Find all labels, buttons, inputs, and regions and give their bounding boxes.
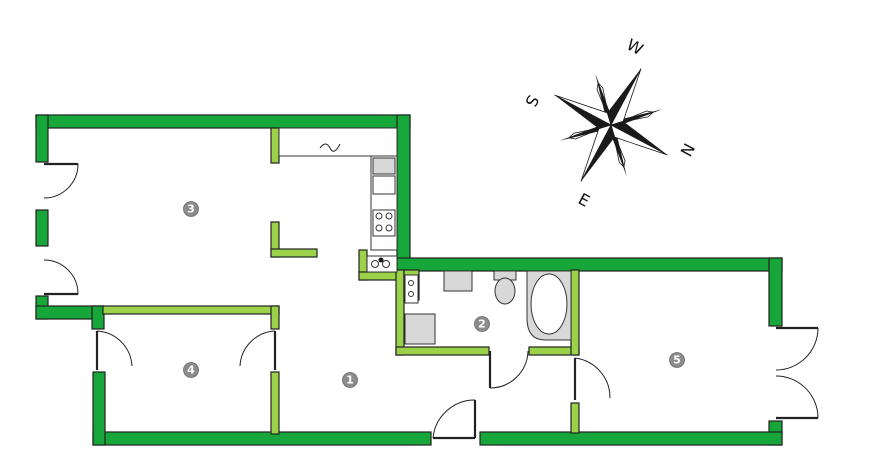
wall-far-right-upper (768, 257, 783, 327)
washbasin (443, 270, 473, 292)
wall-left-step-down (91, 305, 105, 330)
wall-bath-bottom-left (395, 346, 490, 356)
kitchen-drainer (372, 175, 396, 195)
svg-text:4: 4 (187, 364, 195, 377)
compass-east-label: E (575, 189, 593, 211)
svg-text:3: 3 (187, 203, 195, 216)
wall-left-top (35, 114, 49, 163)
compass-cardinal-points (554, 68, 668, 182)
room-badge-1: 1 (342, 372, 358, 388)
wall-left-middle (35, 209, 49, 247)
wall-kitchen-stub (270, 127, 280, 164)
compass-west-label: W (624, 35, 647, 59)
door-left-top (43, 162, 79, 199)
wall-top-right (396, 257, 783, 272)
door-left-bottom (43, 259, 79, 296)
wall-room4-right (270, 371, 280, 435)
svg-text:1: 1 (346, 374, 354, 387)
wall-room4-top (102, 305, 280, 315)
compass-south-label: S (521, 92, 543, 110)
svg-text:2: 2 (478, 318, 486, 331)
toilet-icon (493, 270, 517, 305)
bathroom-cabinet (404, 274, 419, 304)
door-front (432, 399, 477, 440)
kitchen-sink (372, 157, 396, 175)
wall-l-horizontal (270, 248, 318, 258)
compass-rose (554, 68, 668, 182)
compass-diagonal-points (559, 73, 663, 177)
washer-icon (366, 255, 398, 273)
wall-bottom-left (92, 431, 432, 446)
room-badge-2: 2 (474, 316, 490, 332)
bathroom-fixtures (404, 270, 572, 345)
wall-left-block-right (396, 114, 411, 266)
wall-room5-left-lower (570, 402, 580, 434)
door-room5-exterior (775, 326, 819, 420)
doors (43, 162, 819, 440)
door-room4-right (239, 330, 277, 370)
svg-text:5: 5 (673, 354, 681, 367)
hob-icon (372, 209, 396, 237)
wall-bottom-right (479, 431, 783, 446)
shower-tray (404, 313, 436, 345)
kitchen-tap-icon (319, 143, 341, 152)
exterior-walls (35, 114, 783, 446)
wall-room4-left (92, 371, 106, 446)
kitchen-counter-top (278, 127, 398, 157)
kitchen-fixtures (278, 127, 398, 273)
wall-top-left (35, 114, 411, 129)
door-room5 (573, 357, 611, 400)
room-badge-5: 5 (669, 352, 685, 368)
bathtub-icon (526, 270, 572, 341)
wall-room4-top-right (270, 305, 280, 330)
compass-north-label: N (677, 140, 699, 159)
door-bathroom (488, 350, 529, 389)
room-badges: 3 2 4 1 5 (183, 201, 685, 388)
door-room4-left (95, 330, 133, 370)
room-badge-4: 4 (183, 362, 199, 378)
wall-bath-left (395, 269, 405, 356)
room-badge-3: 3 (183, 201, 199, 217)
wall-room5-left-upper (570, 269, 580, 356)
